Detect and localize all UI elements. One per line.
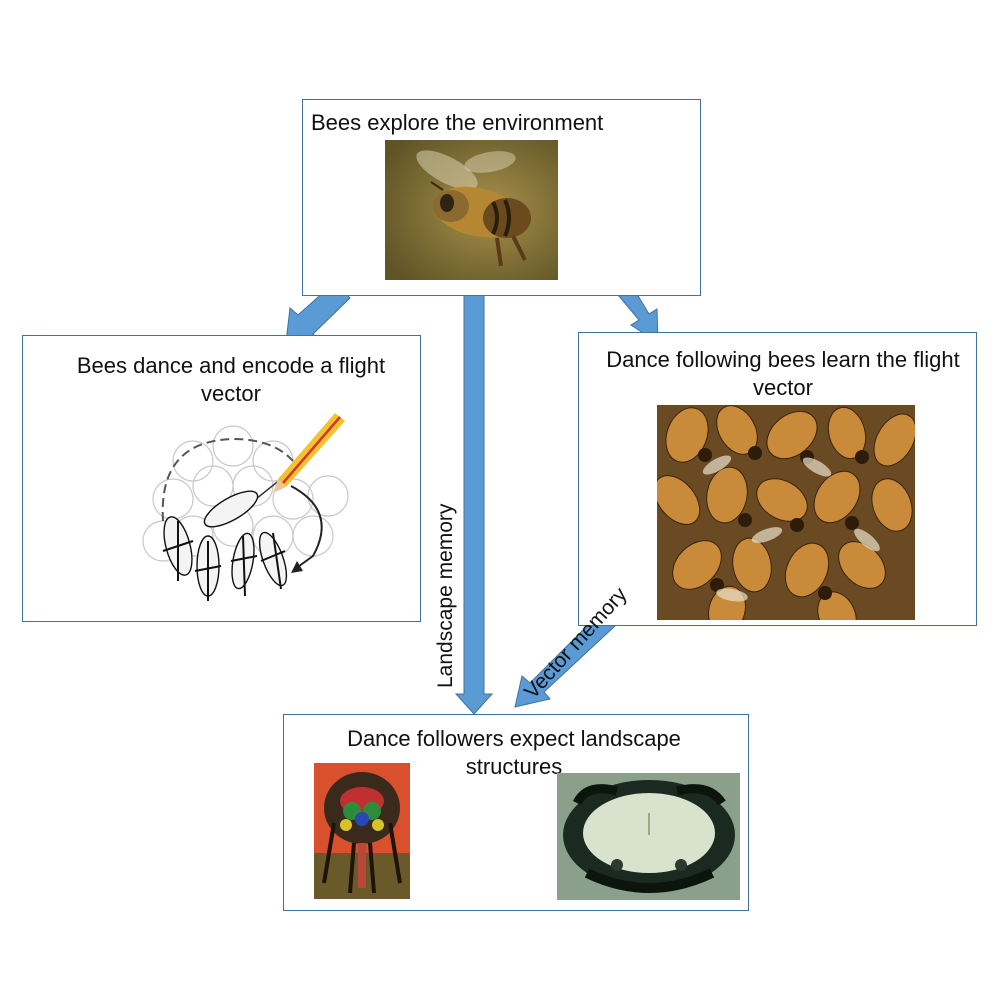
- node-followers-label: Dance following bees learn the flight ve…: [606, 347, 960, 400]
- node-followers: Dance following bees learn the flight ve…: [578, 332, 977, 626]
- waggle-dance-drawing: [123, 401, 353, 616]
- edge-label-landscape-memory: Landscape memory: [434, 503, 457, 688]
- bee-cluster-photo: [657, 405, 915, 620]
- node-dance: Bees dance and encode a flight vector: [22, 335, 421, 622]
- node-expect: Dance followers expect landscape structu…: [283, 714, 749, 911]
- arrow-landscape-memory: [454, 279, 494, 715]
- node-expect-label: Dance followers expect landscape structu…: [347, 726, 681, 779]
- flying-bee-photo: [385, 140, 558, 280]
- node-explore-label: Bees explore the environment: [311, 110, 604, 135]
- brain-section-photo: [557, 773, 740, 900]
- bee-head-photo: [314, 763, 410, 899]
- node-explore: Bees explore the environment: [302, 99, 701, 296]
- node-dance-label: Bees dance and encode a flight vector: [76, 353, 386, 406]
